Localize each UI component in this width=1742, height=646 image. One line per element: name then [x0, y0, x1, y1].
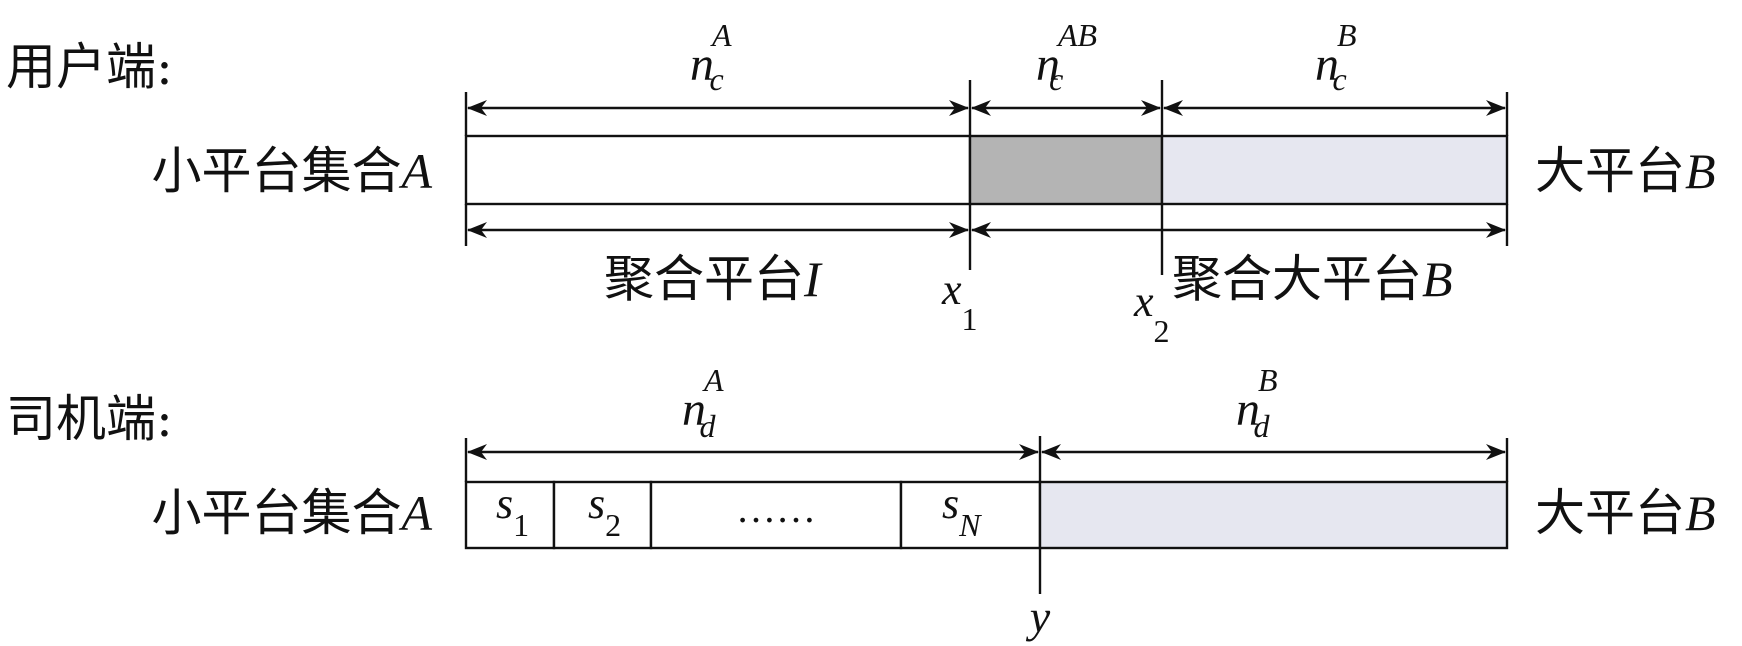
cell-label-s2: s2	[588, 479, 621, 543]
user-left-label: 小平台集合A	[151, 142, 432, 200]
cell-label-s1: s1	[496, 479, 529, 543]
label-aggregate-B: 聚合大平台B	[1172, 250, 1453, 308]
driver-bar-big-segment	[1038, 480, 1509, 550]
driver-cell-sN	[899, 480, 1042, 550]
user-bar-big-segment	[1160, 134, 1509, 206]
cell-label-ellipsis: ……	[736, 486, 816, 531]
driver-right-label: 大平台B	[1535, 484, 1716, 542]
driver-cell-s2	[552, 480, 653, 550]
label-aggregate-I: 聚合平台I	[604, 250, 823, 308]
user-bar-shared-segment	[968, 134, 1164, 206]
driver-left-label: 小平台集合A	[151, 484, 432, 542]
cell-label-sN: sN	[942, 479, 982, 543]
driver-side-heading: 司机端:	[6, 390, 173, 448]
marker-x1: x1	[941, 265, 978, 337]
user-right-label: 大平台B	[1535, 142, 1716, 200]
user-bar-small-segment	[464, 134, 972, 206]
user-side-heading: 用户端:	[6, 38, 173, 96]
marker-y: y	[1026, 591, 1051, 642]
marker-x2: x2	[1133, 277, 1170, 349]
